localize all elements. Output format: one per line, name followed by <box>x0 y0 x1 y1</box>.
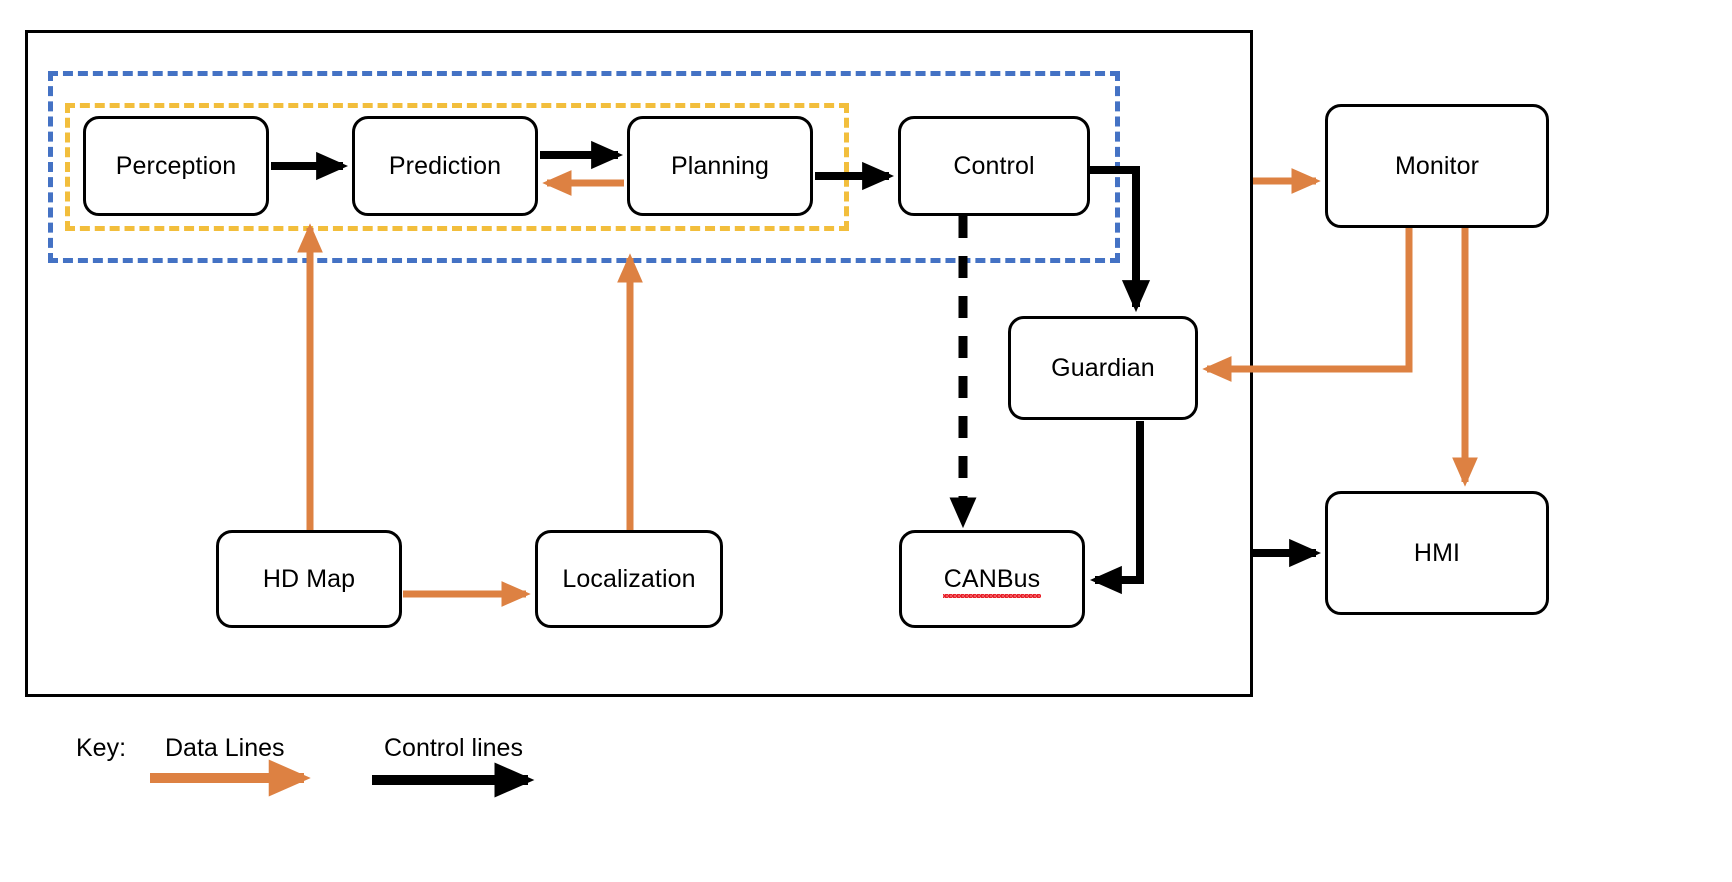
node-prediction[interactable]: Prediction <box>352 116 538 216</box>
node-prediction-label: Prediction <box>388 151 502 180</box>
node-hd-map-label: HD Map <box>262 564 356 593</box>
legend-data-lines-label: Data Lines <box>165 734 285 762</box>
node-control[interactable]: Control <box>898 116 1090 216</box>
node-monitor[interactable]: Monitor <box>1325 104 1549 228</box>
node-guardian-label: Guardian <box>1051 353 1155 382</box>
node-perception-label: Perception <box>115 151 237 180</box>
node-perception[interactable]: Perception <box>83 116 269 216</box>
node-canbus-label: CANBus <box>942 564 1042 599</box>
node-guardian[interactable]: Guardian <box>1008 316 1198 420</box>
node-hd-map[interactable]: HD Map <box>216 530 402 628</box>
node-planning[interactable]: Planning <box>627 116 813 216</box>
node-hmi-label: HMI <box>1413 538 1461 567</box>
group-box-yellow-dashed <box>65 103 849 231</box>
node-monitor-label: Monitor <box>1394 151 1480 180</box>
node-localization[interactable]: Localization <box>535 530 723 628</box>
node-hmi[interactable]: HMI <box>1325 491 1549 615</box>
node-canbus[interactable]: CANBus <box>899 530 1085 628</box>
node-control-label: Control <box>953 151 1035 180</box>
legend-key-label: Key: <box>76 734 127 762</box>
node-localization-label: Localization <box>562 564 696 593</box>
legend-control-lines-label: Control lines <box>384 734 523 762</box>
legend: Key: Data Lines Control lines <box>0 722 1732 832</box>
node-planning-label: Planning <box>670 151 770 180</box>
